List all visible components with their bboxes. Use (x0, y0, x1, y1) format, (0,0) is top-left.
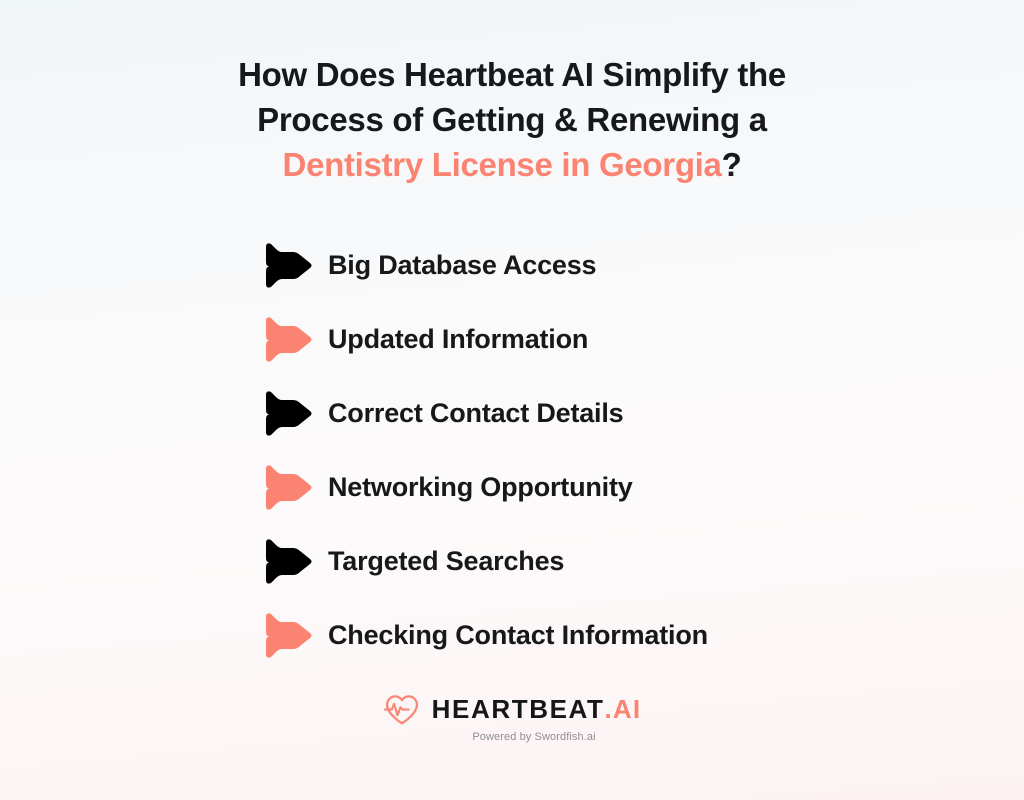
chevron-marker-black (266, 390, 312, 436)
list-item-label: Checking Contact Information (328, 619, 708, 650)
title-line-3: Dentistry License in Georgia? (60, 142, 964, 187)
logo-wordmark-suffix: .AI (604, 694, 642, 724)
list-item: Correct Contact Details (262, 376, 708, 450)
list-item-label: Correct Contact Details (328, 397, 624, 428)
list-item: Checking Contact Information (262, 598, 708, 672)
page-title: How Does Heartbeat AI Simplify the Proce… (0, 52, 1024, 187)
chevron-marker-coral (266, 316, 312, 362)
title-line-2: Process of Getting & Renewing a (257, 101, 767, 138)
list-item-label: Big Database Access (328, 249, 597, 280)
logo-lockup: HEARTBEAT.AI (383, 692, 642, 726)
logo-tagline: Powered by Swordfish.ai (472, 731, 596, 743)
logo-wordmark-main: HEARTBEAT (431, 694, 605, 724)
list-item: Updated Information (262, 302, 708, 376)
list-item: Networking Opportunity (262, 450, 708, 524)
brand-logo: HEARTBEAT.AI Powered by Swordfish.ai (0, 692, 1024, 743)
list-item-label: Networking Opportunity (328, 471, 633, 502)
list-item-label: Updated Information (328, 323, 589, 354)
chevron-marker-black (266, 538, 312, 584)
heartbeat-heart-icon (383, 695, 418, 725)
chevron-marker-coral (266, 464, 312, 510)
title-accent-text: Dentistry License in Georgia (282, 146, 722, 183)
chevron-marker-black (266, 242, 312, 288)
benefits-list: Big Database Access Updated Information … (262, 228, 708, 672)
chevron-marker-coral (266, 612, 312, 658)
list-item-label: Targeted Searches (328, 545, 565, 576)
title-question-mark: ? (721, 146, 742, 183)
list-item: Big Database Access (262, 228, 708, 302)
logo-wordmark: HEARTBEAT.AI (432, 696, 642, 722)
title-line-1: How Does Heartbeat AI Simplify the (238, 56, 786, 93)
list-item: Targeted Searches (262, 524, 708, 598)
